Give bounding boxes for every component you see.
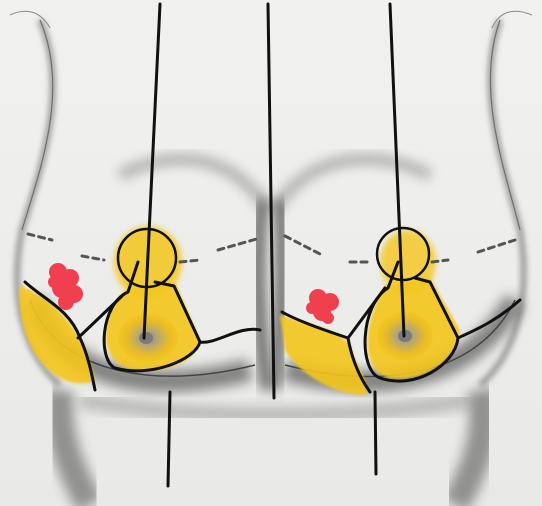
left-nipple xyxy=(139,332,153,344)
left-lower-vertical-line xyxy=(168,392,170,486)
right-lower-vertical-line xyxy=(375,392,376,474)
